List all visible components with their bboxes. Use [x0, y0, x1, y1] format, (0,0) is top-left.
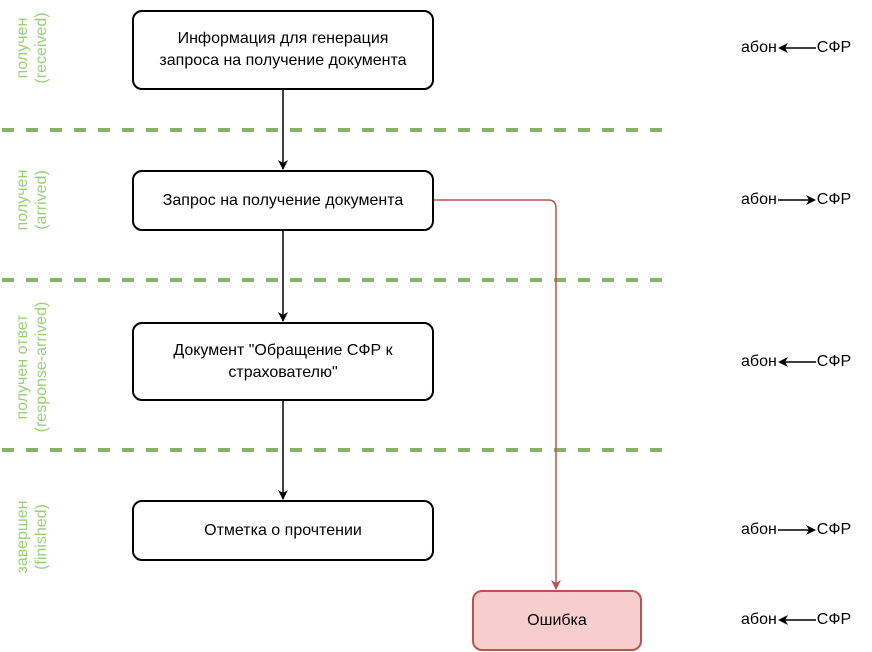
- sfr-label: СФР: [816, 191, 852, 208]
- node-text: Запрос на получение документа: [162, 191, 404, 209]
- subscriber-label: абон: [741, 191, 777, 208]
- direction-indicator: абон СФР: [741, 353, 851, 371]
- sfr-label: СФР: [816, 611, 852, 628]
- node-request[interactable]: Запрос на получение документа: [132, 170, 434, 231]
- node-text: Документ "Обращение СФР к страхователю": [173, 341, 393, 381]
- node-error[interactable]: Ошибка: [472, 590, 642, 651]
- subscriber-label: абон: [741, 611, 777, 628]
- lane-label-received: получен (received): [13, 12, 51, 83]
- lane-label-arrived: получен (arrived): [13, 170, 51, 231]
- arrow-left-icon: [777, 357, 816, 367]
- arrow-right-icon: [777, 195, 816, 205]
- lane-label-response-arrived: получен ответ (response-arrived): [13, 302, 51, 433]
- lane-status-code: (received): [33, 12, 50, 84]
- lane-label-finished: завершен (finished): [13, 501, 51, 574]
- node-text: Информация для генерация запроса на полу…: [159, 30, 407, 69]
- lane-status: завершен: [14, 500, 31, 574]
- lane-status-code: (finished): [33, 504, 50, 570]
- direction-indicator: абон СФР: [741, 521, 851, 539]
- arrow-right-icon: [777, 525, 816, 535]
- sfr-label: СФР: [816, 39, 852, 56]
- sfr-label: СФР: [816, 353, 852, 370]
- subscriber-label: абон: [741, 39, 777, 56]
- edge-request-to-error: [433, 199, 561, 590]
- node-read-mark[interactable]: Отметка о прочтении: [132, 500, 434, 561]
- lane-status: получен ответ: [14, 314, 31, 420]
- subscriber-label: абон: [741, 521, 777, 538]
- direction-indicator: абон СФР: [741, 39, 851, 57]
- lane-status-code: (response-arrived): [33, 301, 50, 433]
- direction-indicator: абон СФР: [741, 191, 851, 209]
- lane-status: получен: [14, 17, 31, 79]
- direction-indicator: абон СФР: [741, 611, 851, 629]
- node-document[interactable]: Документ "Обращение СФР к страхователю": [132, 322, 434, 401]
- node-text: Отметка о прочтении: [204, 521, 362, 539]
- node-text: Ошибка: [527, 611, 587, 629]
- subscriber-label: абон: [741, 353, 777, 370]
- lane-status: получен: [14, 169, 31, 231]
- arrow-left-icon: [777, 615, 816, 625]
- arrow-left-icon: [777, 43, 816, 53]
- sfr-label: СФР: [816, 521, 852, 538]
- node-info[interactable]: Информация для генерация запроса на полу…: [132, 10, 434, 90]
- lane-status-code: (arrived): [33, 170, 50, 230]
